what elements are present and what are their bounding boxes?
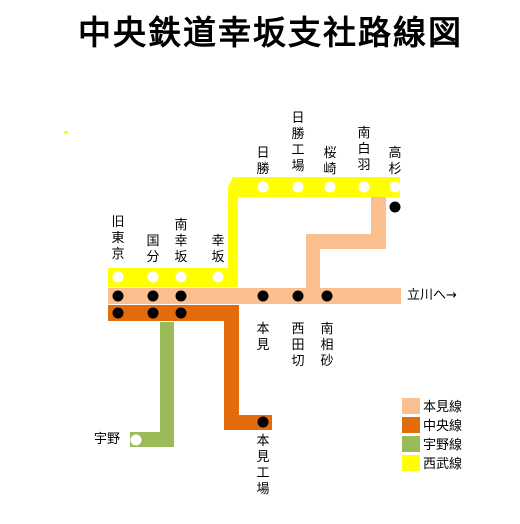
station-label-kokubu: 国分 <box>146 234 160 265</box>
legend-label: 中央線 <box>423 419 463 434</box>
legend-item: 宇野線 <box>402 434 462 453</box>
station-label-takasugi: 高杉 <box>388 146 402 177</box>
honmi-chuo-stations <box>112 201 401 428</box>
station-label-honmi: 本見 <box>256 322 270 353</box>
legend-swatch <box>402 435 420 452</box>
station-label-hikachi: 日勝 <box>256 146 270 177</box>
uno-line <box>130 322 174 447</box>
legend-item: 西武線 <box>402 453 462 472</box>
map-title: 中央鉄道幸坂支社路線図 <box>78 13 463 52</box>
seibu-stations <box>112 181 401 283</box>
station-dot-nishi-tagiri <box>292 290 304 302</box>
station-label-minami-aisa: 南相砂 <box>320 322 334 369</box>
seibu-line <box>108 177 400 287</box>
station-label-kyu-tokyo: 旧東京 <box>111 215 125 262</box>
station-dot-hikachi <box>257 181 269 193</box>
station-label-minami-shirahane: 南白羽 <box>357 126 371 173</box>
legend-swatch <box>402 454 420 471</box>
station-label-minami-kosaka: 南幸坂 <box>174 218 188 265</box>
station-dot-minami-kosaka-uno <box>175 326 187 338</box>
station-dot-kokubu-chuo <box>147 307 159 319</box>
station-label-nishi-tagiri: 西田切 <box>291 322 305 369</box>
legend-swatch <box>402 416 420 433</box>
station-dot-kokubu <box>147 271 159 283</box>
legend-label: 宇野線 <box>423 438 463 453</box>
station-dot-kokubu-honmi <box>147 290 159 302</box>
station-dot-uno <box>130 434 142 446</box>
station-dot-kyu-tokyo <box>112 271 124 283</box>
station-dot-hikachi-kojo <box>292 181 304 193</box>
legend-item: 中央線 <box>402 415 462 434</box>
station-dot-honmi-kojo <box>257 416 269 428</box>
station-dot-minami-kosaka-honmi <box>175 290 187 302</box>
station-dot-kosaka <box>212 271 224 283</box>
yellow-speck <box>64 131 68 134</box>
legend: 本見線中央線宇野線西武線 <box>402 396 462 472</box>
tachikawa-direction-label: 立川へ→ <box>407 288 457 303</box>
station-dot-takasugi-honmi <box>389 201 401 213</box>
station-dot-kyu-tokyo-honmi <box>112 290 124 302</box>
station-dot-minami-kosaka <box>175 271 187 283</box>
station-dot-takasugi <box>389 181 401 193</box>
legend-label: 本見線 <box>423 400 463 415</box>
station-label-honmi-kojo: 本見工場 <box>256 434 270 497</box>
station-label-sakurazaki: 桜崎 <box>323 146 337 177</box>
chuo-line <box>108 305 272 430</box>
station-dot-kyu-tokyo-chuo <box>112 307 124 319</box>
station-dot-minami-shirahane <box>358 181 370 193</box>
uno-stations <box>130 326 187 446</box>
station-dot-sakurazaki <box>324 181 336 193</box>
station-label-hikachi-kojo: 日勝工場 <box>291 111 305 174</box>
station-dot-honmi <box>257 290 269 302</box>
station-label-uno: 宇野 <box>94 432 121 447</box>
legend-swatch <box>402 397 420 414</box>
legend-item: 本見線 <box>402 396 462 415</box>
station-label-kosaka: 幸坂 <box>211 234 225 265</box>
station-dot-minami-aisa <box>321 290 333 302</box>
legend-label: 西武線 <box>423 457 463 472</box>
station-dot-minami-kosaka-chuo <box>175 307 187 319</box>
